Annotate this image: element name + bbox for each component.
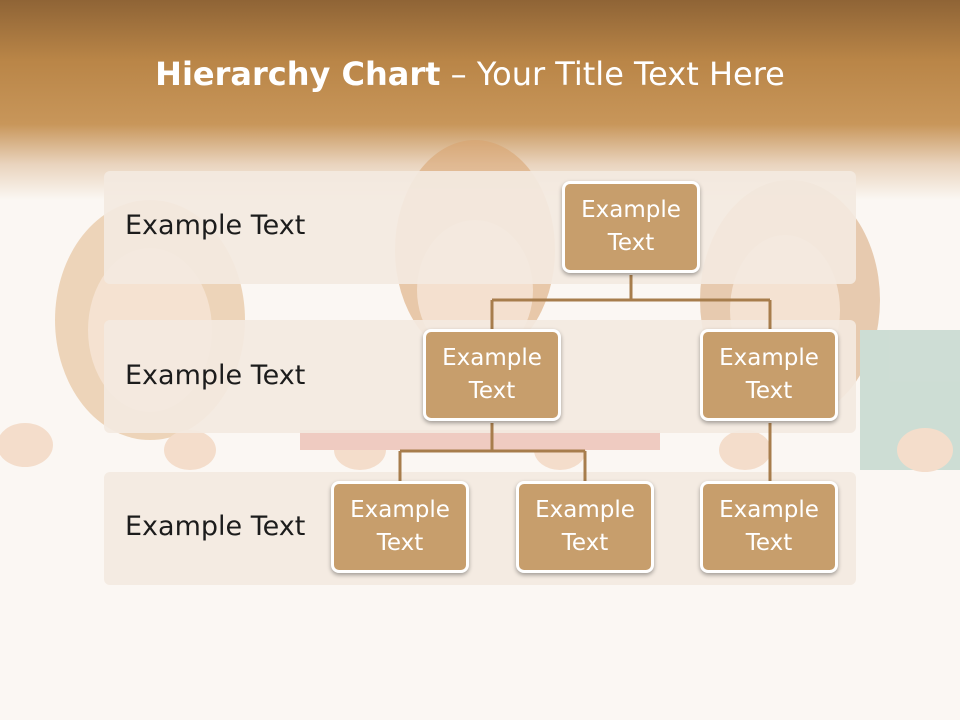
node-level3-b[interactable]: Example Text <box>516 481 654 573</box>
level-label-3: Example Text <box>125 511 306 542</box>
node-level3-a[interactable]: Example Text <box>331 481 469 573</box>
node-root[interactable]: Example Text <box>562 181 700 273</box>
connector-root <box>490 275 772 331</box>
level-label-2: Example Text <box>125 360 306 391</box>
connector-left <box>398 423 587 483</box>
title-bold: Hierarchy Chart <box>155 55 441 93</box>
slide-title: Hierarchy Chart – Your Title Text Here <box>0 55 940 93</box>
level-label-1: Example Text <box>125 210 306 241</box>
title-rest: – Your Title Text Here <box>440 55 785 93</box>
node-level3-c[interactable]: Example Text <box>700 481 838 573</box>
level-band-1 <box>104 171 856 284</box>
node-level2-right[interactable]: Example Text <box>700 329 838 421</box>
node-level2-left[interactable]: Example Text <box>423 329 561 421</box>
